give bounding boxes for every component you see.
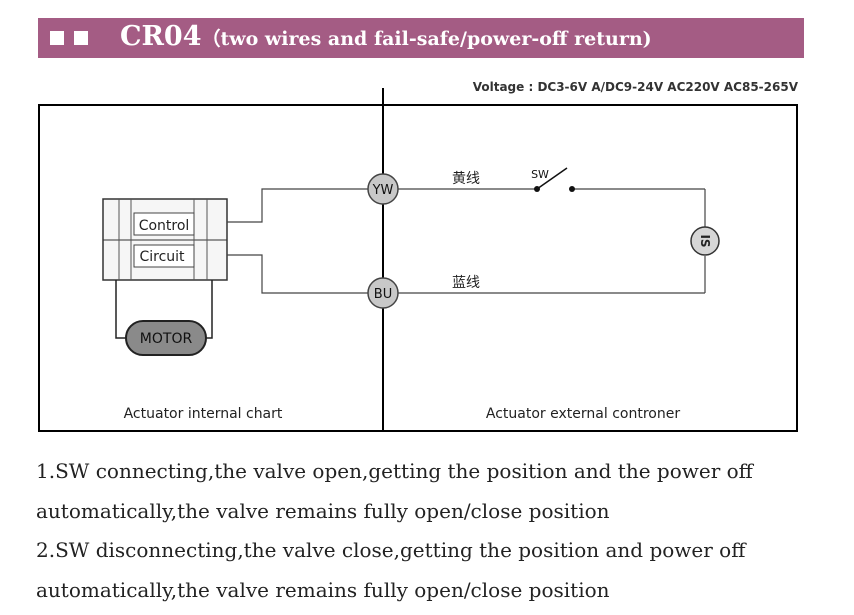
power-source: IS	[690, 226, 720, 256]
external-caption: Actuator external controner	[486, 406, 680, 422]
model-subtitle: （two wires and fail-safe/power-off retur…	[201, 28, 652, 50]
yellow-wire-label: 黄线	[452, 170, 480, 187]
control-circuit-box: Control Circuit	[102, 198, 228, 281]
control-label: Control	[139, 218, 190, 234]
model-name: CR04	[120, 21, 202, 52]
yw-label: YW	[372, 183, 394, 198]
internal-caption: Actuator internal chart	[124, 406, 283, 422]
wiring-diagram: Control Circuit MOTOR SW IS YW BU 黄线 蓝线 …	[38, 88, 798, 432]
description-line: 1.SW connecting,the valve open,getting t…	[36, 459, 753, 483]
motor: MOTOR	[125, 320, 207, 356]
description: 1.SW connecting,the valve open,getting t…	[36, 452, 836, 610]
description-line: automatically,the valve remains fully op…	[36, 577, 610, 602]
blue-wire-label: 蓝线	[452, 275, 480, 291]
yw-terminal: YW	[367, 173, 399, 205]
diagram-frame	[38, 104, 798, 432]
description-line: 2.SW disconnecting,the valve close,getti…	[36, 538, 746, 562]
square-icon	[50, 31, 64, 45]
source-label: IS	[698, 234, 712, 247]
voltage-spec: Voltage : DC3-6V A/DC9-24V AC220V AC85-2…	[472, 80, 798, 94]
bu-terminal: BU	[367, 277, 399, 309]
title-banner: CR04（two wires and fail-safe/power-off r…	[38, 18, 804, 58]
motor-label: MOTOR	[140, 331, 193, 347]
switch: SW	[531, 167, 575, 192]
page-title: CR04（two wires and fail-safe/power-off r…	[120, 21, 652, 52]
bu-label: BU	[374, 287, 392, 302]
square-icon	[74, 31, 88, 45]
description-line: automatically,the valve remains fully op…	[36, 498, 610, 523]
circuit-label: Circuit	[139, 249, 185, 265]
switch-label: SW	[531, 168, 549, 181]
